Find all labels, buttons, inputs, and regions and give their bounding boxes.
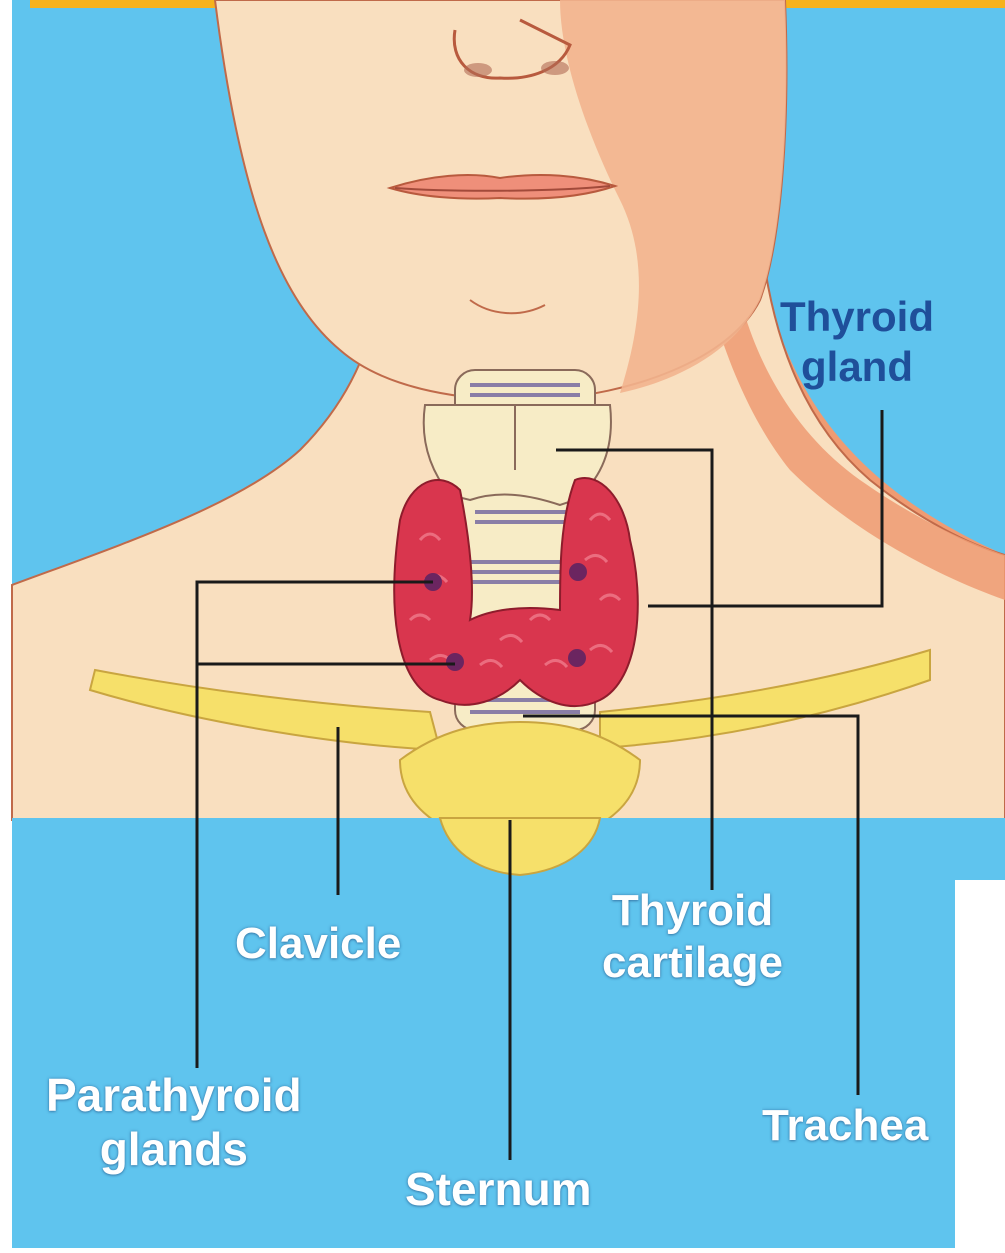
label-thyroid-cartilage: Thyroid cartilage: [602, 885, 783, 989]
lower-blue-band-right: [955, 818, 1005, 880]
label-trachea: Trachea: [762, 1100, 955, 1152]
label-parathyroid-line2: glands: [46, 1122, 302, 1176]
parathyroid-dot-upper-right: [569, 563, 587, 581]
nostril-left: [464, 63, 492, 77]
label-parathyroid-glands: Parathyroid glands: [46, 1068, 302, 1177]
label-parathyroid-line1: Parathyroid: [46, 1068, 302, 1122]
label-sternum: Sternum: [405, 1162, 592, 1216]
label-clavicle: Clavicle: [235, 918, 401, 970]
label-thyroid-gland-line2: gland: [780, 342, 934, 392]
nostril-right: [541, 61, 569, 75]
label-thyroid-cartilage-line2: cartilage: [602, 937, 783, 989]
parathyroid-dot-lower-right: [568, 649, 586, 667]
label-thyroid-gland: Thyroid gland: [780, 292, 934, 391]
label-thyroid-gland-line1: Thyroid: [780, 292, 934, 342]
label-thyroid-cartilage-line1: Thyroid: [602, 885, 783, 937]
parathyroid-dot-lower-left: [446, 653, 464, 671]
lips: [390, 175, 615, 199]
white-corner: [955, 880, 1005, 1248]
